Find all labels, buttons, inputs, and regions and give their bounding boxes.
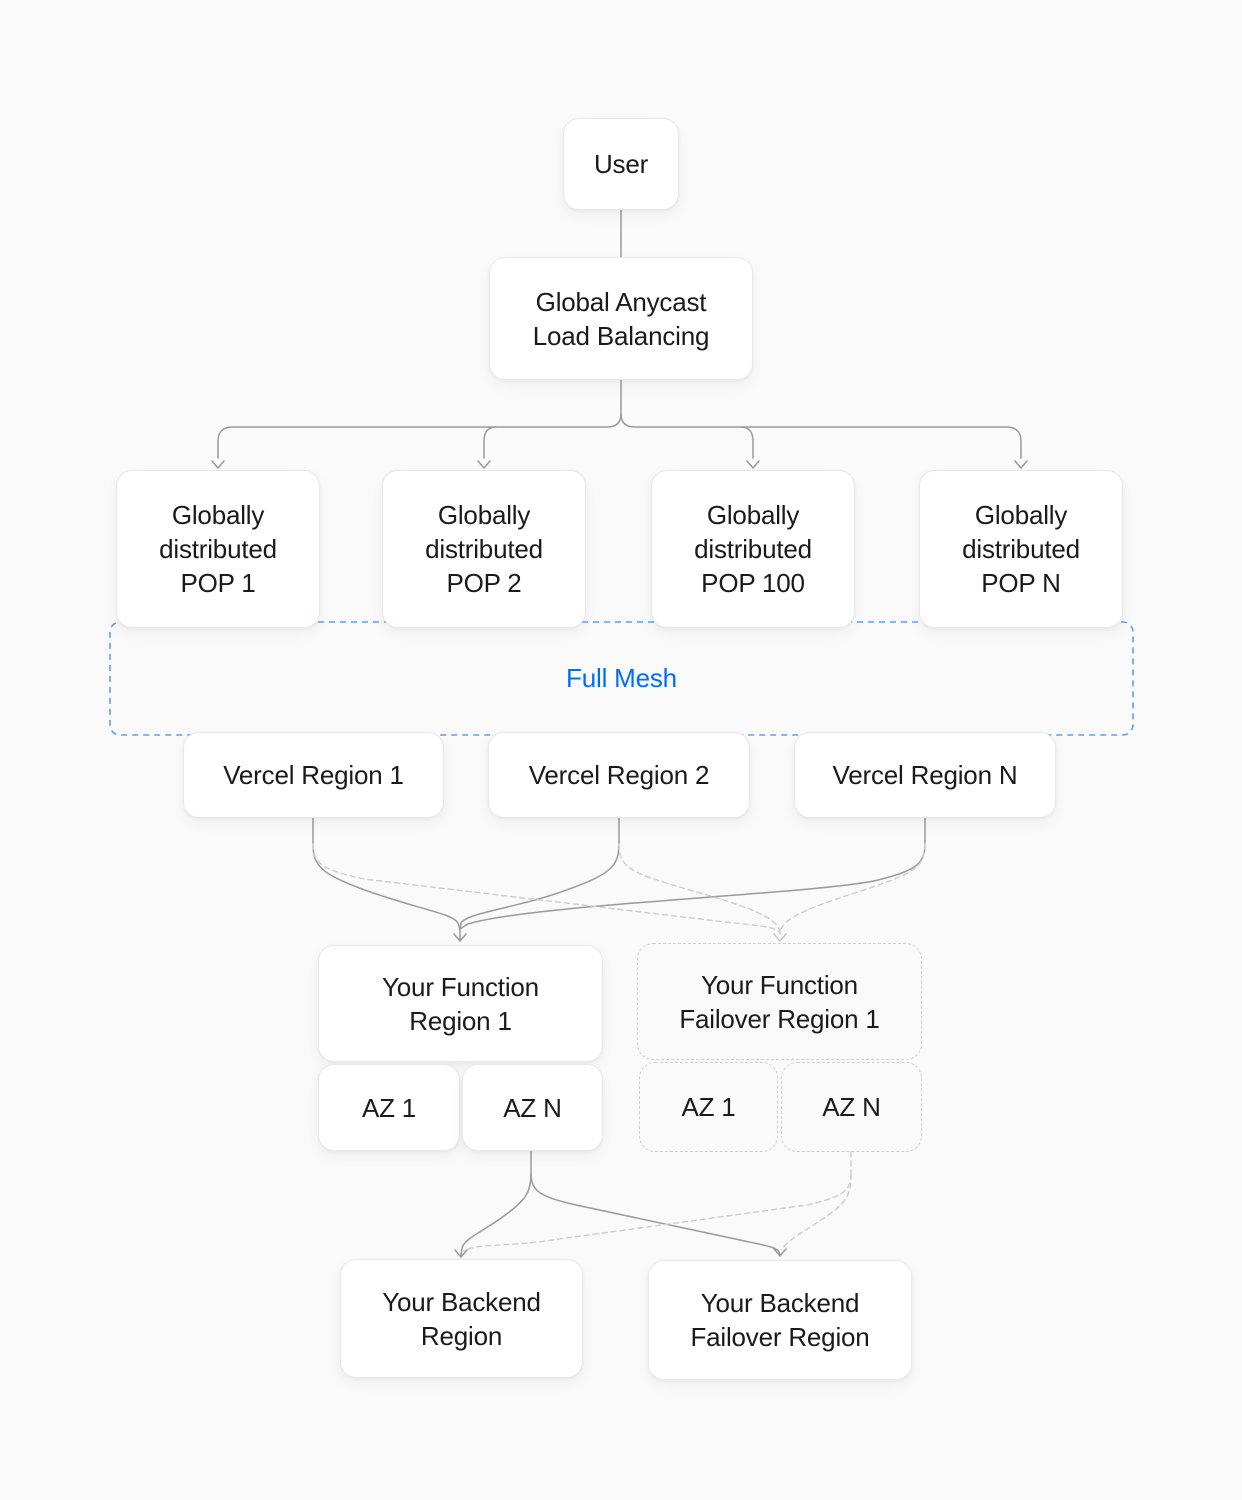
vercel-region-n-node: Vercel Region N [794,732,1056,818]
user-node: User [563,118,679,210]
az-n-primary-node: AZ N [462,1064,603,1151]
backend-failover-region-node: Your Backend Failover Region [648,1260,912,1380]
function-region-node: Your Function Region 1 [318,945,603,1062]
pop-1-node: Globally distributed POP 1 [116,470,320,628]
vercel-region-2-node: Vercel Region 2 [488,732,750,818]
function-failover-region-node: Your Function Failover Region 1 [637,943,922,1060]
anycast-load-balancing-node: Global Anycast Load Balancing [489,257,753,380]
pop-2-node: Globally distributed POP 2 [382,470,586,628]
pop-100-node: Globally distributed POP 100 [651,470,855,628]
pop-n-node: Globally distributed POP N [919,470,1123,628]
az-1-primary-node: AZ 1 [318,1064,460,1151]
az-n-failover-node: AZ N [781,1062,922,1152]
backend-region-node: Your Backend Region [340,1259,583,1378]
vercel-region-1-node: Vercel Region 1 [183,732,444,818]
full-mesh-border [109,621,1134,736]
user-label: User [593,149,649,179]
az-1-failover-node: AZ 1 [639,1062,778,1152]
